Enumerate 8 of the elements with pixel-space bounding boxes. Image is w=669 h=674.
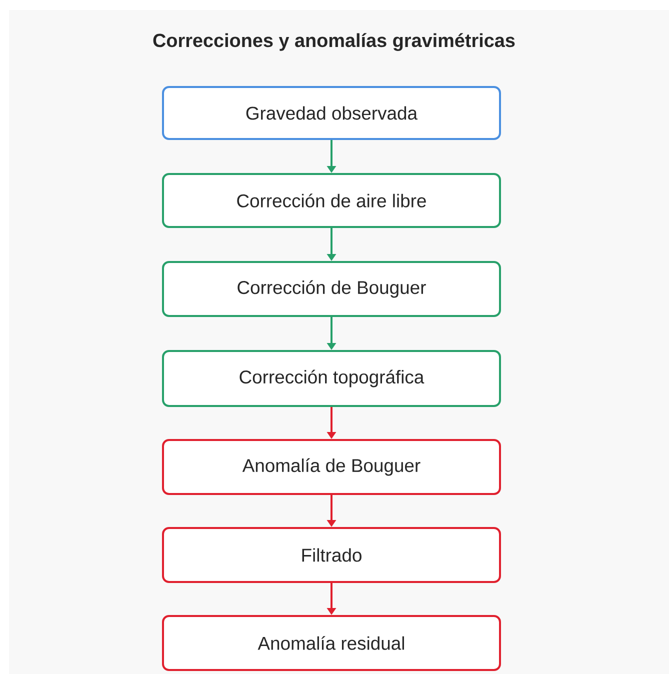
process-box: Corrección de aire libre (162, 173, 501, 228)
process-box: Anomalía residual (162, 615, 501, 671)
process-box: Anomalía de Bouguer (162, 439, 501, 495)
process-box: Gravedad observada (162, 86, 501, 140)
title: Correcciones y anomalías gravimétricas (153, 33, 515, 51)
process-box: Corrección topográfica (162, 350, 501, 407)
process-box: Corrección de Bouguer (162, 261, 501, 317)
process-box: Filtrado (162, 527, 501, 583)
